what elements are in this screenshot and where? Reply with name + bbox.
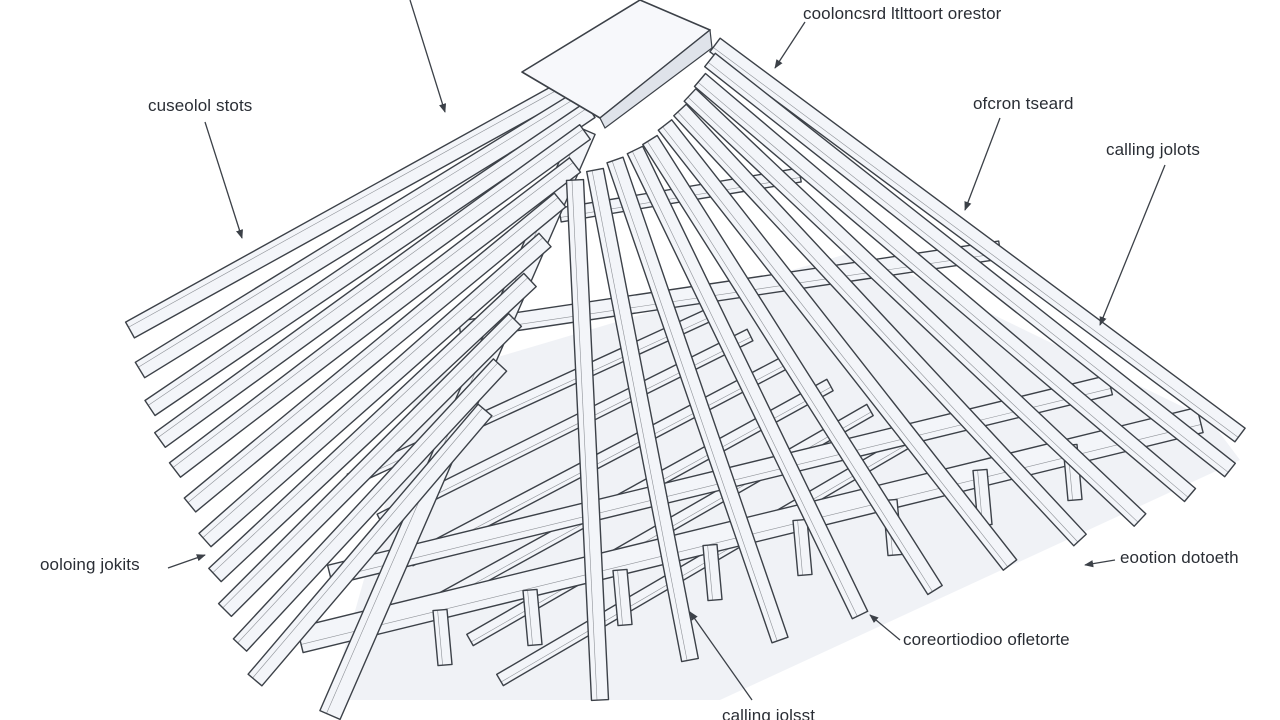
plate-stud-2-edge bbox=[527, 590, 533, 646]
callout-leaders-group bbox=[167, 0, 1166, 701]
right-rafter-4-edge bbox=[687, 96, 1139, 523]
leader-ceiling-joists-left bbox=[167, 554, 206, 569]
leader-top-left bbox=[409, 0, 447, 113]
right-rafter-8-edge bbox=[632, 151, 858, 617]
label-ceiling-joists-right: calling jolots bbox=[1106, 140, 1201, 159]
leader-rafter-board bbox=[964, 117, 1001, 211]
leader-ceiling-joists-right bbox=[1099, 164, 1166, 326]
label-ridge-board: cooloncsrd ltlttoort orestor bbox=[803, 4, 1002, 23]
right-rafter-11-edge bbox=[571, 180, 598, 701]
right-rafter-5 bbox=[673, 103, 1087, 547]
right-rafter-11 bbox=[565, 178, 610, 702]
plate-stud-5-edge bbox=[797, 520, 803, 576]
left-rafters-group bbox=[124, 61, 606, 720]
left-rafter-9-edge bbox=[222, 317, 514, 609]
label-rafter-board: ofcron tseard bbox=[973, 94, 1074, 113]
right-rafter-10-edge bbox=[591, 170, 688, 661]
left-rafter-6-edge bbox=[187, 197, 559, 503]
right-rafters-group bbox=[565, 37, 1246, 702]
left-rafter-4-edge bbox=[158, 129, 584, 438]
label-ceiling-joist-bottom: calling jolsst bbox=[722, 706, 816, 720]
right-rafter-9 bbox=[606, 156, 789, 644]
right-rafter-5-edge bbox=[677, 111, 1079, 543]
left-rafter-10 bbox=[232, 358, 508, 652]
ridge-board-group bbox=[521, 0, 713, 129]
right-rafter-2-edge bbox=[708, 62, 1229, 473]
leader-ceiling-joist-bottom bbox=[689, 611, 753, 701]
ridge-board-side bbox=[599, 28, 713, 129]
left-rafter-1-edge bbox=[128, 66, 599, 328]
left-rafter-3-edge bbox=[148, 107, 589, 406]
right-rafter-6-edge bbox=[662, 126, 1008, 567]
plate-stud-2 bbox=[522, 588, 543, 647]
plate-stud-5 bbox=[792, 518, 813, 577]
label-ceiling-joists-left: ooloing jokits bbox=[40, 555, 140, 574]
right-rafter-7 bbox=[642, 134, 943, 596]
left-rafter-5-edge bbox=[172, 162, 574, 468]
right-rafter-8 bbox=[626, 145, 869, 620]
left-rafter-6 bbox=[183, 192, 567, 513]
plate-stud-3 bbox=[612, 568, 633, 627]
right-rafter-6 bbox=[657, 119, 1018, 571]
leader-collar-ties bbox=[869, 614, 901, 641]
left-rafter-11 bbox=[247, 403, 493, 687]
left-rafter-9 bbox=[217, 312, 523, 618]
label-top-plate: eootion dotoeth bbox=[1120, 548, 1239, 567]
left-rafter-8 bbox=[208, 272, 537, 583]
left-rafter-10-edge bbox=[237, 362, 498, 644]
right-rafter-7-edge bbox=[647, 141, 933, 592]
right-rafter-1-edge bbox=[713, 47, 1239, 438]
plate-stud-1-edge bbox=[437, 610, 443, 666]
right-rafter-3 bbox=[693, 72, 1197, 503]
ceiling-joist-1-edge bbox=[410, 361, 792, 563]
plate-stud-3-edge bbox=[617, 570, 623, 626]
label-common-rafters: cuseolol stots bbox=[148, 96, 253, 115]
left-rafter-11-edge bbox=[252, 407, 483, 679]
plate-stud-4 bbox=[702, 543, 723, 602]
left-rafter-7-edge bbox=[202, 237, 544, 538]
leader-common-rafters bbox=[204, 121, 243, 239]
left-rafter-4 bbox=[153, 123, 591, 448]
right-rafter-1 bbox=[709, 37, 1246, 443]
right-rafter-4 bbox=[683, 88, 1147, 527]
plate-stud-1 bbox=[432, 608, 453, 667]
right-rafter-10 bbox=[586, 167, 699, 663]
left-rafter-5 bbox=[168, 157, 582, 478]
right-rafter-9-edge bbox=[611, 160, 778, 642]
left-rafter-7 bbox=[198, 232, 552, 548]
plate-stud-4-edge bbox=[707, 545, 713, 601]
leader-ridge-board bbox=[774, 21, 806, 69]
leader-top-plate bbox=[1084, 559, 1116, 568]
left-rafter-8-edge bbox=[212, 277, 529, 573]
right-rafter-3-edge bbox=[697, 82, 1189, 498]
right-rafter-2 bbox=[704, 52, 1237, 478]
label-collar-ties: coreortiodioo ofletorte bbox=[903, 630, 1070, 649]
left-rafter-2-edge bbox=[138, 87, 594, 368]
